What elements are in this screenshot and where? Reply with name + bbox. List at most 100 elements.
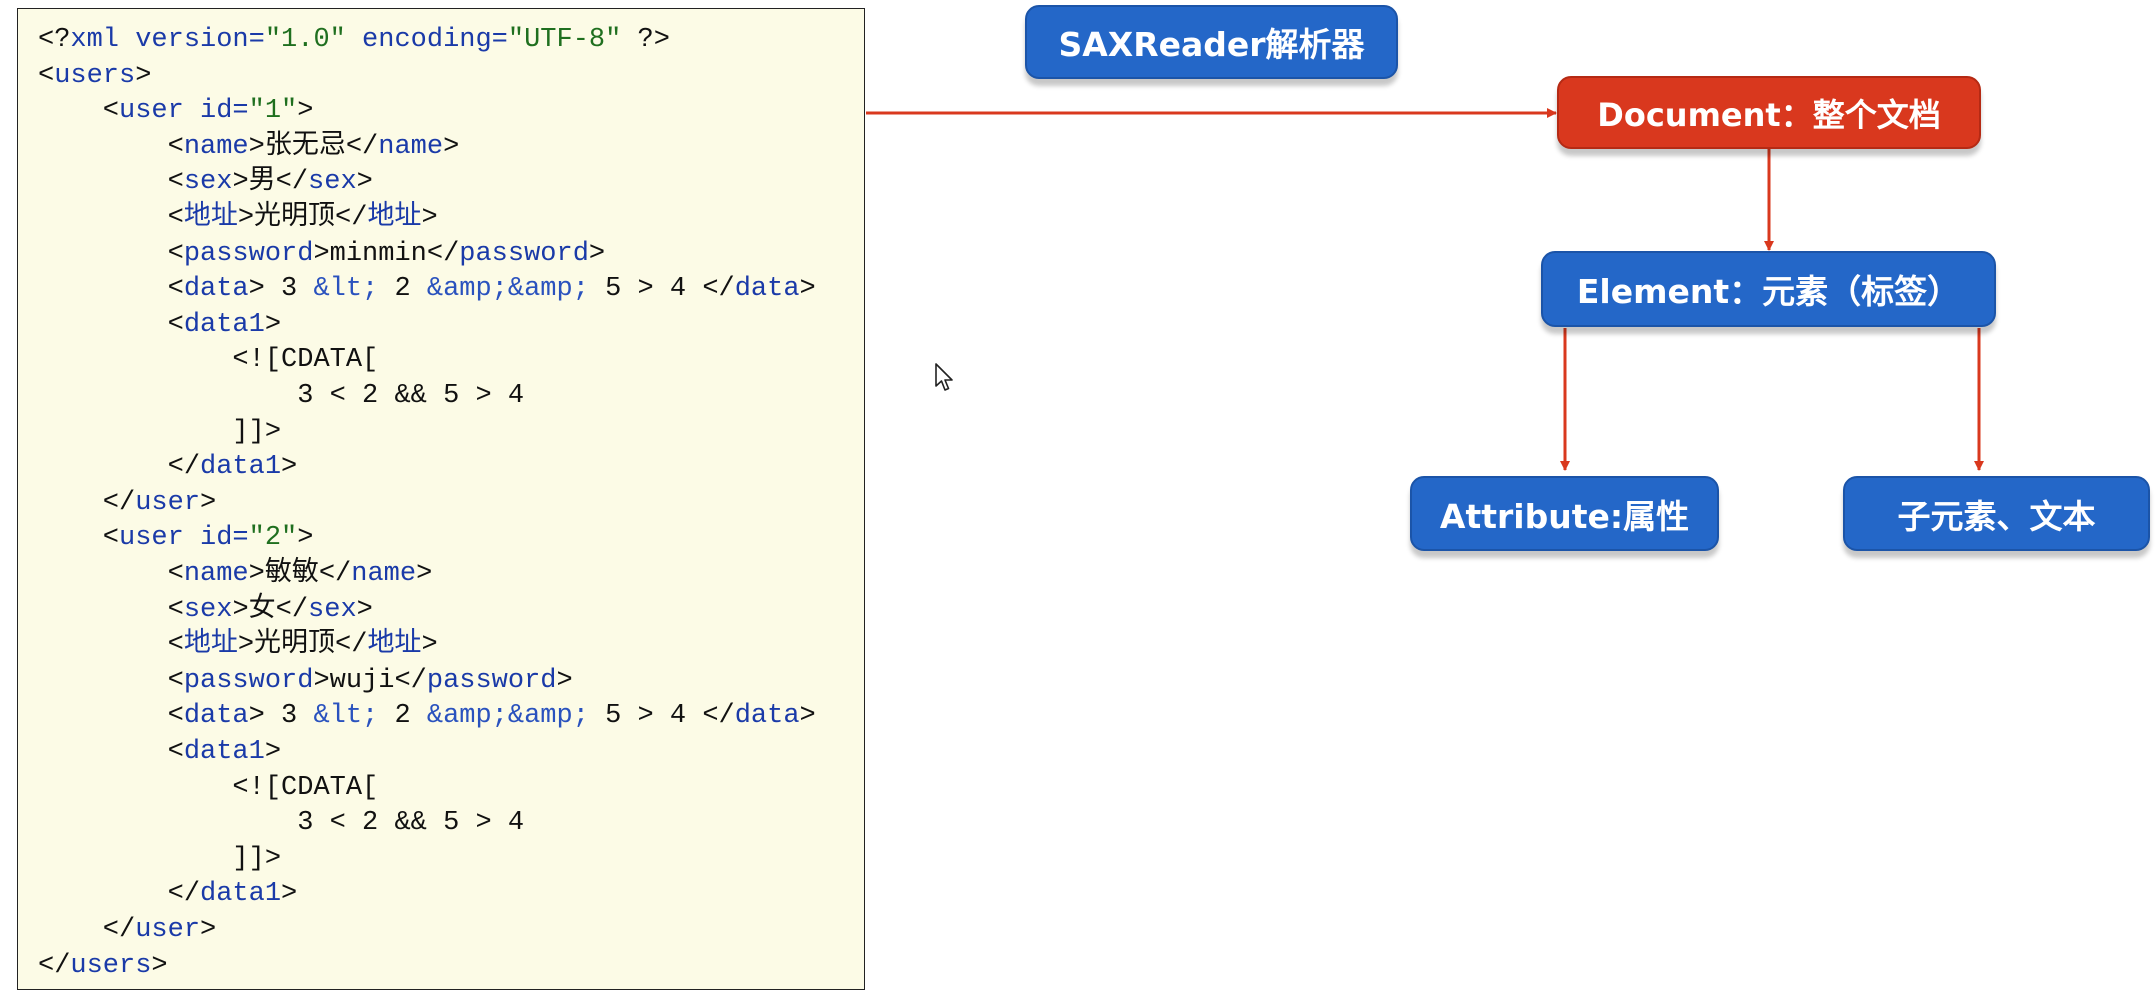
code-token: <	[38, 167, 184, 198]
code-token: <	[38, 665, 184, 696]
code-token: data	[183, 274, 249, 305]
code-token: >	[799, 274, 816, 305]
code-line: </users>	[38, 949, 168, 985]
code-token: "2"	[248, 523, 298, 554]
code-token: <	[38, 701, 184, 732]
code-token: <	[38, 559, 184, 589]
code-line: <password>wuji</password>	[38, 664, 573, 700]
code-token: </	[275, 167, 309, 198]
code-line: <data> 3 &lt; 2 &amp;&amp; 5 > 4 </data>	[38, 272, 816, 308]
code-line: <name>敏敏</name>	[38, 557, 433, 593]
code-line: <data> 3 &lt; 2 &amp;&amp; 5 > 4 </data>	[38, 699, 816, 735]
code-token: > 3	[248, 274, 314, 305]
code-token: >	[416, 559, 433, 589]
code-token: </	[38, 452, 201, 483]
code-token: 2	[378, 701, 427, 732]
code-token: 男	[248, 167, 276, 198]
code-token: sex	[183, 167, 233, 198]
code-token: </	[38, 879, 201, 910]
code-token: sex	[308, 167, 357, 198]
code-token: <	[38, 274, 184, 305]
code-line: </data1>	[38, 450, 298, 486]
code-line: </user>	[38, 486, 216, 522]
code-token: 3 < 2 && 5 > 4	[38, 381, 525, 411]
code-line: <user id="1">	[38, 94, 314, 130]
code-token: <![CDATA[	[38, 772, 379, 803]
code-token: &amp;&amp;	[426, 701, 589, 732]
code-token: >	[248, 131, 265, 162]
code-line: <password>minmin</password>	[38, 237, 606, 273]
code-token: user	[119, 523, 184, 554]
document-node: Document：整个文档	[1557, 76, 1981, 149]
code-token: 5 > 4 </	[588, 274, 735, 305]
code-token: name	[183, 131, 249, 162]
code-token: name	[378, 131, 444, 162]
code-token: xml	[70, 25, 120, 55]
code-token: &amp;&amp;	[426, 274, 589, 305]
code-token: </	[335, 630, 368, 661]
code-token: >	[356, 594, 373, 625]
code-token: <	[38, 594, 184, 625]
code-token: >	[421, 630, 438, 661]
code-token: <	[38, 523, 120, 554]
code-token: "UTF-8"	[507, 25, 622, 55]
code-line: 3 < 2 && 5 > 4	[38, 806, 524, 842]
code-token: &lt;	[313, 701, 379, 732]
code-token: password	[183, 665, 314, 696]
code-token: &lt;	[313, 274, 379, 305]
code-token: users	[70, 950, 152, 981]
document-label: Document：整个文档	[1597, 95, 1941, 134]
code-token: >	[200, 915, 217, 945]
code-token: >	[264, 309, 282, 340]
code-token: >	[313, 238, 330, 269]
code-token: </	[275, 594, 309, 625]
code-token: </	[345, 131, 379, 162]
code-token: <	[38, 203, 184, 233]
element-label: Element：元素（标签）	[1576, 272, 1961, 311]
code-line: <地址>光明顶</地址>	[38, 201, 438, 237]
code-token: >	[313, 665, 330, 696]
code-token: users	[54, 60, 136, 91]
code-token: <	[38, 238, 184, 269]
code-token: <	[38, 131, 184, 162]
code-line: <users>	[38, 59, 151, 95]
code-token: 光明顶	[254, 203, 336, 233]
code-token: 2	[378, 274, 427, 305]
code-token: 3 < 2 && 5 > 4	[38, 808, 525, 839]
code-token: 地址	[183, 630, 238, 661]
code-line: <user id="2">	[38, 521, 314, 557]
code-line: <data1>	[38, 308, 281, 344]
code-token: sex	[308, 594, 357, 625]
code-line: </user>	[38, 913, 216, 949]
code-token: wuji	[329, 665, 395, 696]
code-line: <![CDATA[	[38, 771, 378, 807]
code-token: user	[135, 487, 201, 518]
code-token: </	[394, 665, 427, 696]
code-token: data1	[183, 737, 265, 767]
code-line: <sex>男</sex>	[38, 165, 373, 201]
code-token: >	[281, 879, 298, 910]
code-token: >	[281, 452, 298, 483]
code-line: ]]>	[38, 842, 281, 878]
code-token: >	[588, 238, 606, 269]
code-token: >	[297, 523, 314, 554]
children-node: 子元素、文本	[1843, 476, 2150, 551]
code-token: user	[135, 915, 201, 945]
code-line: 3 < 2 && 5 > 4	[38, 379, 524, 415]
code-line: <sex>女</sex>	[38, 593, 373, 629]
code-token: id=	[183, 96, 249, 127]
code-token: >	[264, 737, 282, 767]
code-token: </	[335, 203, 368, 233]
code-token: </	[38, 950, 71, 981]
code-token: >	[151, 950, 168, 981]
code-token: password	[459, 238, 589, 269]
code-token: >	[200, 487, 217, 518]
code-line: <地址>光明顶</地址>	[38, 628, 438, 664]
code-token: >	[248, 559, 265, 589]
code-token: <![CDATA[	[38, 345, 379, 376]
code-token: 敏敏	[264, 559, 319, 589]
children-label: 子元素、文本	[1897, 496, 2096, 536]
code-token: </	[38, 915, 136, 945]
code-token: </	[38, 487, 136, 518]
